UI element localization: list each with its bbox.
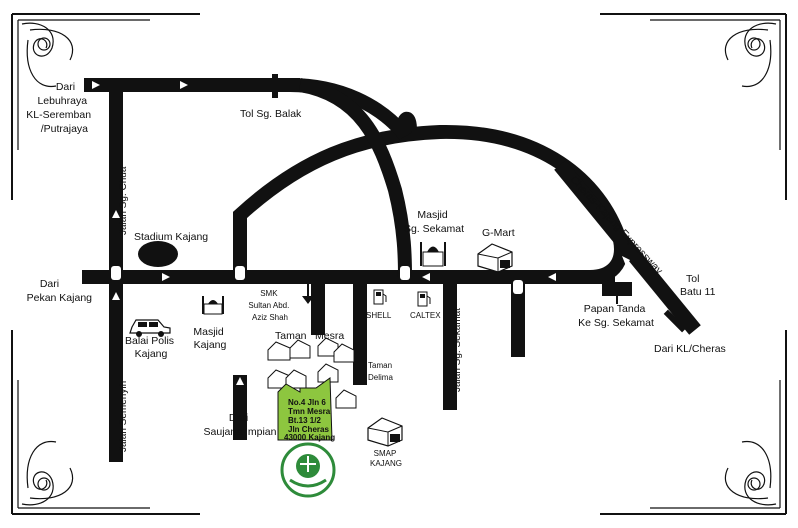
shop-building-icon <box>477 243 513 273</box>
label-dari-lebuhraya: Dari Lebuhraya KL-Seremban /Putrajaya <box>26 81 94 135</box>
petrol-pump-icon <box>417 291 431 307</box>
label-stadium-kajang: Stadium Kajang <box>134 231 208 243</box>
label-dari-saujana: Dari Saujana Impian <box>204 412 277 438</box>
ornamental-corner-icon <box>600 13 787 200</box>
label-jalan-semenyih: Jalan Semenyih <box>118 381 129 452</box>
road-arc <box>233 124 628 284</box>
school-building-icon <box>367 417 403 447</box>
house-icon <box>267 337 357 409</box>
roundabout-marker <box>111 266 523 294</box>
label-tol-batu-11: Tol Batu 11 <box>680 273 716 298</box>
label-shell: SHELL <box>366 311 392 320</box>
stadium-oval-icon <box>138 241 178 267</box>
label-masjid-kajang: Masjid Kajang <box>193 326 226 351</box>
road-cheras-kajang-expressway <box>554 160 701 335</box>
address-marker <box>277 377 333 441</box>
road-network <box>82 78 701 462</box>
label-jalan-sg-sekamat: Jalan Sg. Sekamat <box>452 308 463 392</box>
label-masjid-sg-sekamat: Masjid Sg. Sekamat <box>404 209 464 235</box>
label-dari-kl-cheras: Dari KL/Cheras <box>654 343 726 355</box>
label-address: No.4 Jln 6 Tmn Mesra Bt.13 1/2 Jln Chera… <box>284 398 335 442</box>
direction-arrow-icon <box>92 81 630 385</box>
label-tol-sg-balak: Tol Sg. Balak <box>240 108 302 120</box>
ornamental-corner-icon <box>11 330 200 515</box>
police-car-icon <box>129 319 171 337</box>
label-smap-kajang: SMAP KAJANG <box>370 449 402 468</box>
label-balai-polis: Balai Polis Kajang <box>125 335 177 360</box>
label-taman-mesra: Taman Mesra <box>275 330 344 342</box>
label-g-mart: G-Mart <box>482 227 515 239</box>
label-caltex: CALTEX <box>410 311 441 320</box>
toll-gate-icon <box>272 74 278 98</box>
ornamental-corner-icon <box>600 330 787 515</box>
label-taman-delima: Taman Delima <box>368 361 394 382</box>
petrol-pump-icon <box>373 289 387 305</box>
label-dari-pekan-kajang: Dari Pekan Kajang <box>27 278 93 304</box>
signboard-icon <box>602 282 632 304</box>
school-crest-logo <box>280 442 336 498</box>
road-curve <box>298 78 412 278</box>
label-papan-tanda: Papan Tanda Ke Sg. Sekamat <box>578 303 654 329</box>
mosque-icon <box>202 296 224 315</box>
mosque-icon <box>420 242 446 267</box>
ornamental-corner-icon <box>11 13 200 200</box>
label-jalan-sg-chua: Jalan Sg. Chua <box>118 166 129 235</box>
label-smk: SMK Sultan Abd. Aziz Shah <box>248 289 291 322</box>
toll-gate-icon <box>663 309 687 333</box>
